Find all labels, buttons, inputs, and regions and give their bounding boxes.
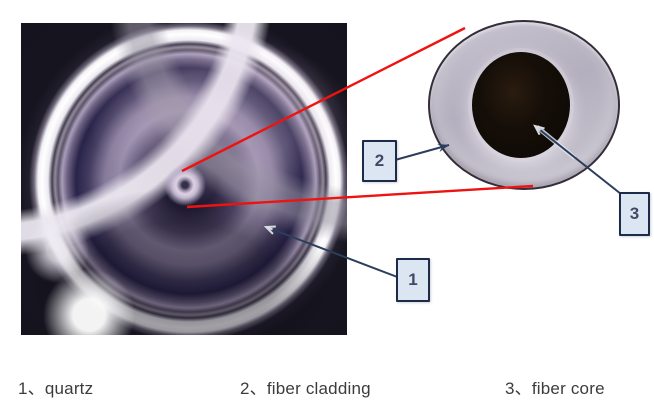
callout-box-1-number: 1	[408, 270, 418, 289]
ferrule-endface-photo	[21, 23, 347, 335]
callout-box-3: 3	[619, 192, 650, 236]
fiber-core-region	[472, 52, 570, 158]
callout-box-1: 1	[396, 258, 430, 302]
magnified-fiber-disc	[428, 20, 620, 190]
callout-box-3-number: 3	[629, 204, 640, 223]
figure-legend: 1、quartz 2、fiber cladding 3、fiber core	[0, 374, 654, 400]
legend-item-quartz: 1、quartz	[18, 379, 94, 398]
legend-item-fiber-cladding: 2、fiber cladding	[240, 379, 371, 398]
callout-box-2-number: 2	[374, 151, 385, 170]
callout-box-2: 2	[362, 140, 397, 182]
legend-item-fiber-core: 3、fiber core	[505, 379, 605, 398]
